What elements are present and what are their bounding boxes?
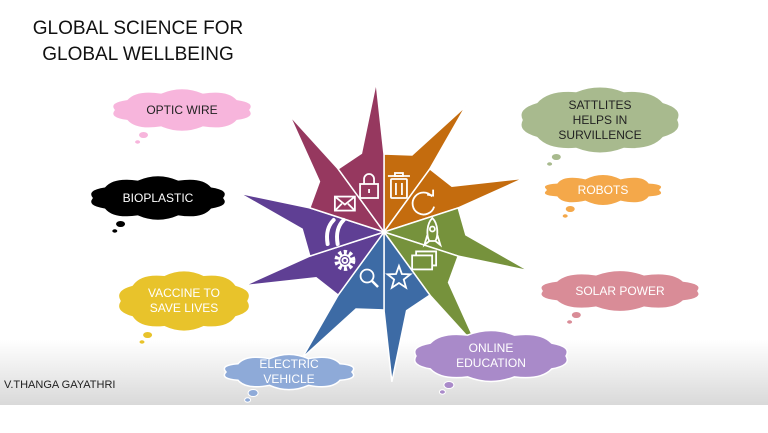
callout-bioplastic: BIOPLASTIC xyxy=(86,174,230,234)
cloud-shape xyxy=(117,269,251,345)
bottom-gradient xyxy=(0,340,768,405)
callout-label: VACCINE TO SAVE LIVES xyxy=(147,286,221,315)
callout-online-education: ONLINE EDUCATION xyxy=(410,329,572,395)
star-icon xyxy=(385,263,413,290)
callout-robots: ROBOTS xyxy=(540,173,666,219)
callout-satellites: SATTLITES HELPS IN SURVILLENCE xyxy=(516,86,684,167)
cloud-shape xyxy=(543,173,663,219)
cloud-shape xyxy=(111,87,253,145)
rocket-icon xyxy=(422,216,443,248)
search-icon xyxy=(359,268,379,288)
cloud-shape xyxy=(223,353,355,403)
trash-icon xyxy=(387,172,410,199)
callout-solar-power: SOLAR POWER xyxy=(536,269,704,325)
bottom-band xyxy=(0,405,768,433)
cloud-shape xyxy=(520,86,680,167)
callout-label: ROBOTS xyxy=(577,182,629,197)
callout-electric-vehicle: ELECTRIC VEHICLE xyxy=(220,353,358,403)
callout-label: ONLINE EDUCATION xyxy=(456,341,526,370)
envelope-icon xyxy=(333,195,356,212)
cloud-shape xyxy=(89,174,227,234)
gear-icon xyxy=(334,249,356,271)
slides-icon xyxy=(411,250,438,271)
wheel-segment xyxy=(337,82,385,235)
callout-label: SOLAR POWER xyxy=(575,283,665,298)
callout-label: ELECTRIC VEHICLE xyxy=(259,357,319,386)
refresh-icon xyxy=(411,189,435,216)
author-credit: V.THANGA GAYATHRI xyxy=(4,379,116,391)
callout-vaccine: VACCINE TO SAVE LIVES xyxy=(114,269,254,345)
lock-icon xyxy=(359,173,379,199)
page-title: GLOBAL SCIENCE FOR GLOBAL WELLBEING xyxy=(32,18,244,65)
callout-optic-wire: OPTIC WIRE xyxy=(108,87,256,145)
cloud-shape xyxy=(413,329,569,395)
callout-label: BIOPLASTIC xyxy=(122,190,194,205)
callout-label: OPTIC WIRE xyxy=(146,102,218,117)
quote-icon xyxy=(324,218,346,246)
callout-label: SATTLITES HELPS IN SURVILLENCE xyxy=(558,97,642,142)
cloud-shape xyxy=(540,269,700,325)
